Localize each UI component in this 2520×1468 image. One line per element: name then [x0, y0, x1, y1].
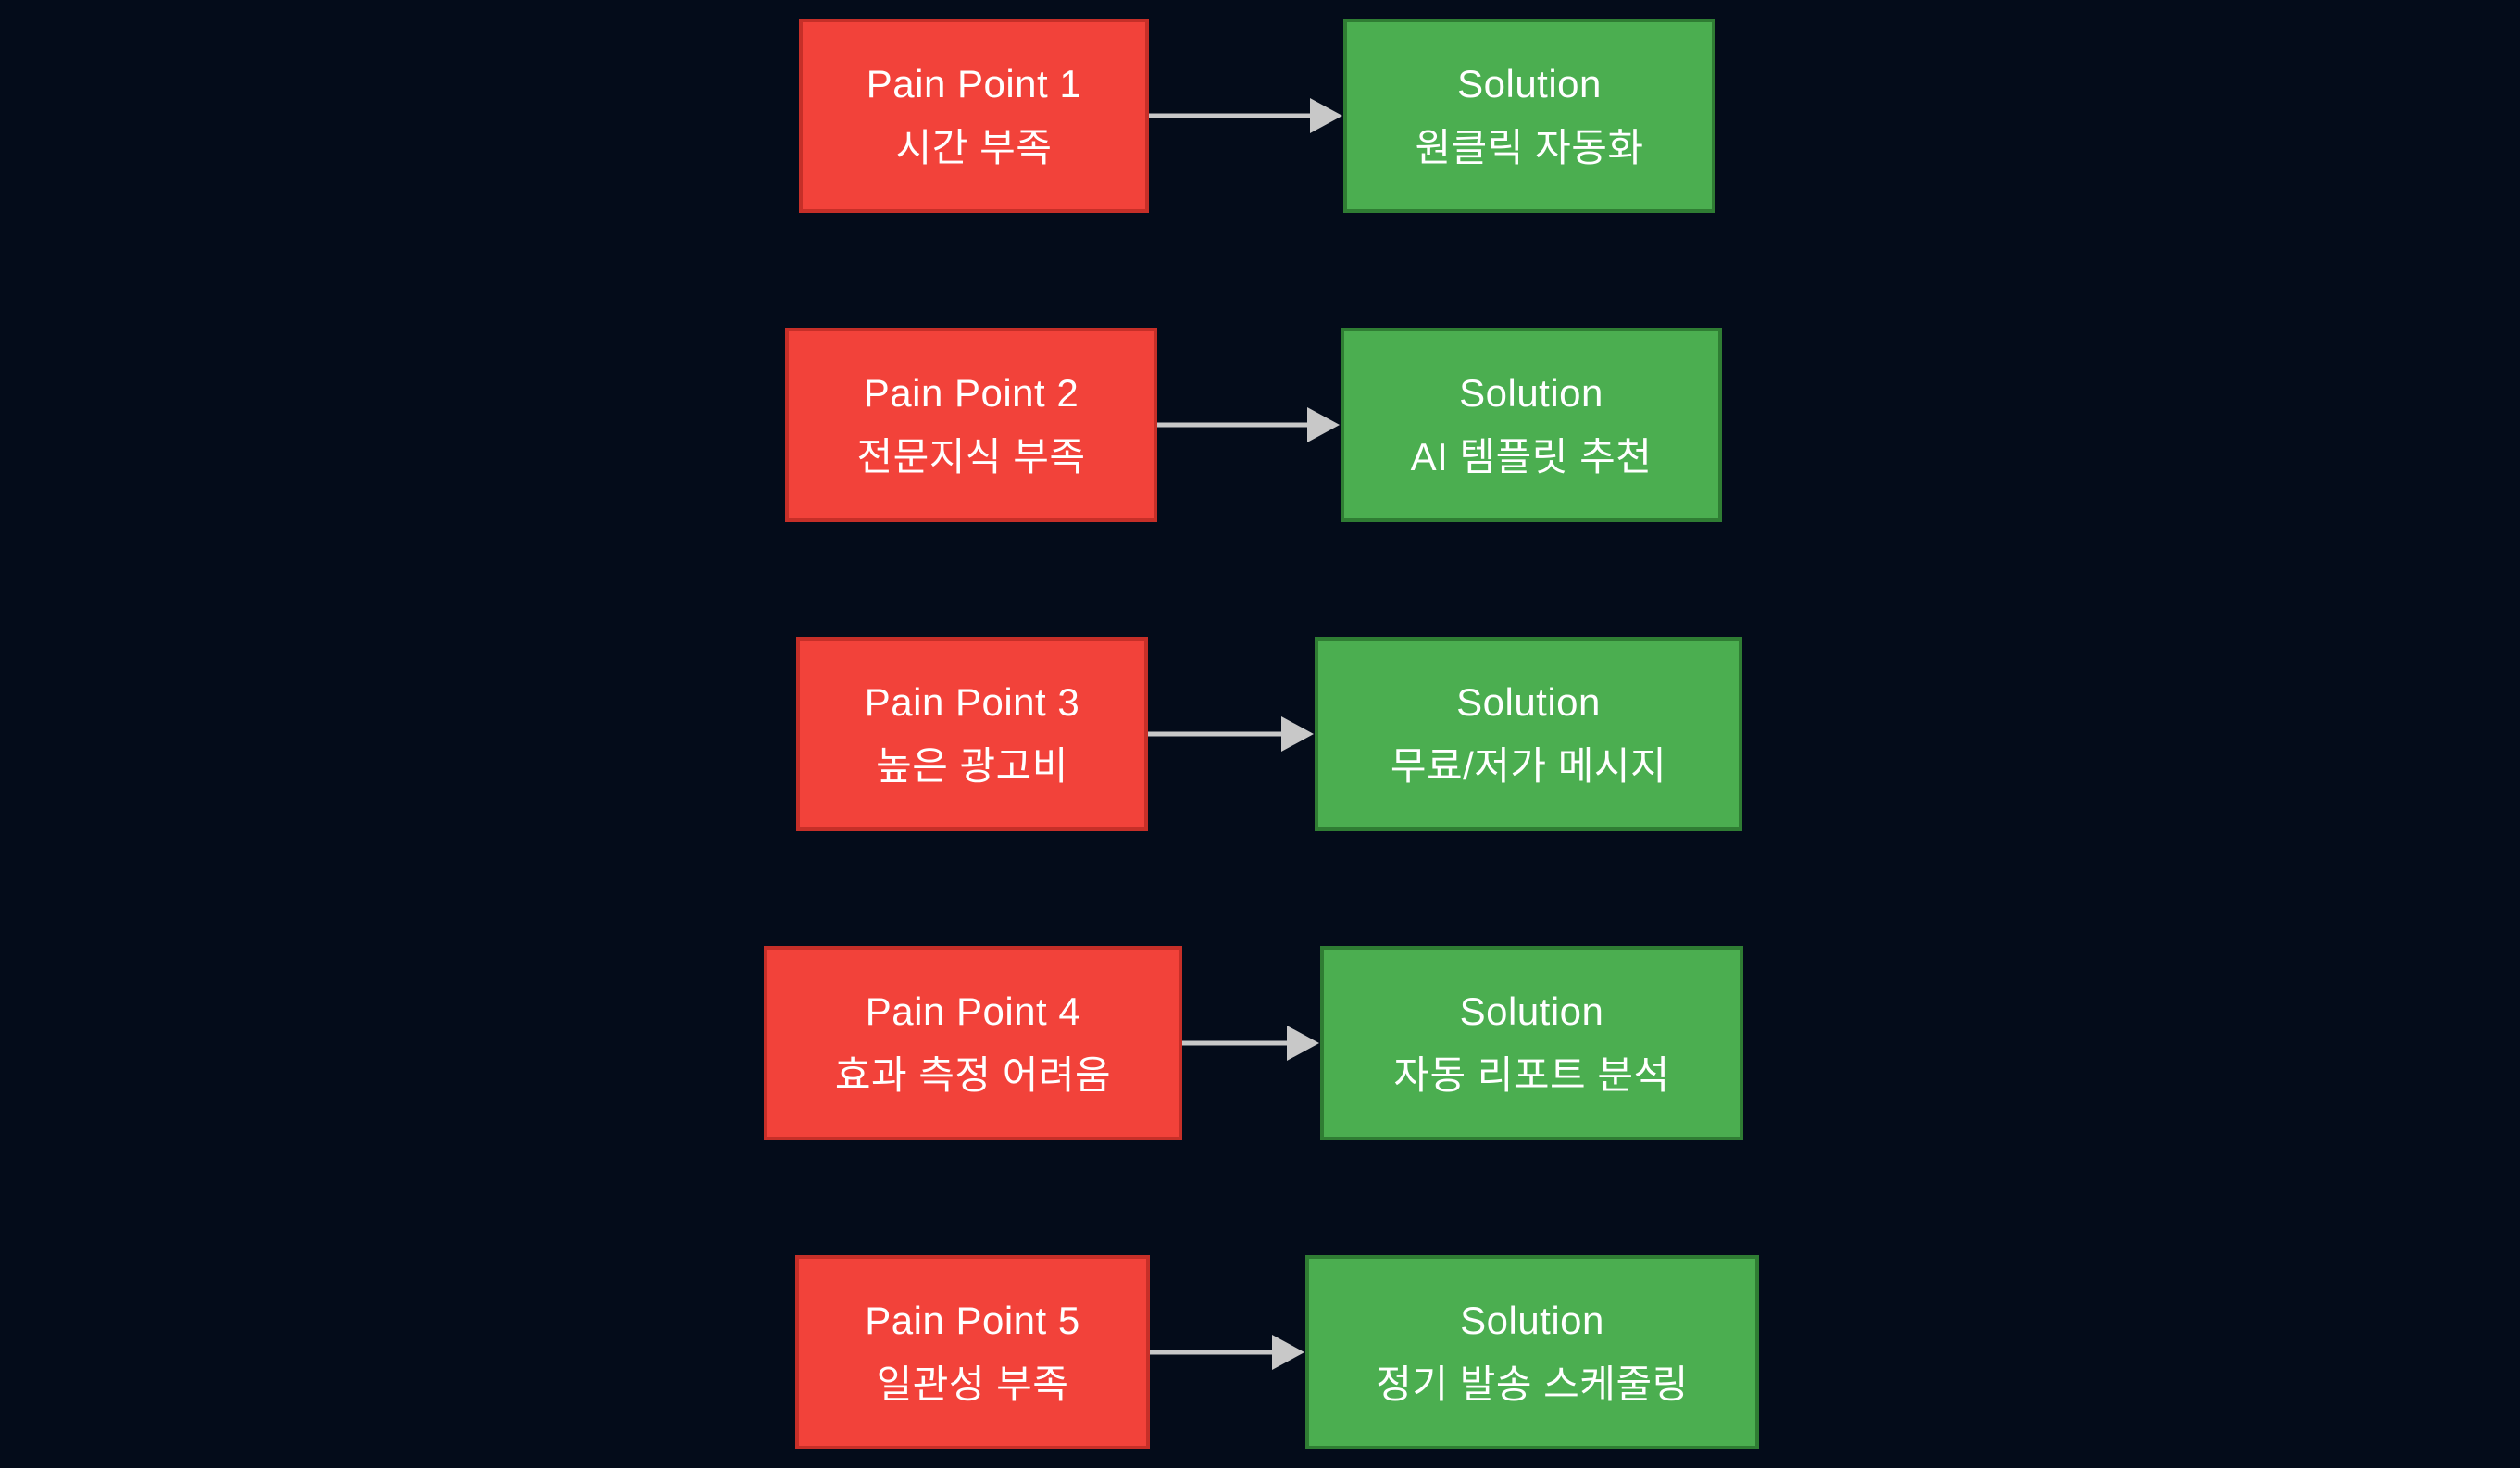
pain-point-1-box: Pain Point 1 시간 부족 [799, 19, 1149, 213]
solution-label: 자동 리포트 분석 [1393, 1052, 1670, 1097]
pain-point-title: Pain Point 4 [865, 989, 1081, 1034]
mapping-row-3: Pain Point 3 높은 광고비 Solution 무료/저가 메시지 [0, 637, 2520, 831]
mapping-row-1: Pain Point 1 시간 부족 Solution 원클릭 자동화 [0, 19, 2520, 213]
arrow-right-icon [1157, 407, 1340, 442]
mapping-row-2: Pain Point 2 전문지식 부족 Solution AI 템플릿 추천 [0, 328, 2520, 522]
arrow-right-icon [1182, 1026, 1319, 1061]
solution-title: Solution [1459, 989, 1604, 1034]
pain-point-5-box: Pain Point 5 일관성 부족 [795, 1255, 1150, 1449]
solution-label: 원클릭 자동화 [1415, 125, 1644, 169]
solution-label: AI 템플릿 추천 [1410, 434, 1653, 479]
pain-point-4-box: Pain Point 4 효과 측정 어려움 [764, 946, 1182, 1140]
solution-title: Solution [1459, 371, 1603, 416]
pain-point-title: Pain Point 1 [866, 62, 1082, 106]
pain-point-label: 효과 측정 어려움 [834, 1052, 1112, 1097]
pain-point-label: 시간 부족 [895, 125, 1053, 169]
mapping-row-4: Pain Point 4 효과 측정 어려움 Solution 자동 리포트 분… [0, 946, 2520, 1140]
solution-3-box: Solution 무료/저가 메시지 [1315, 637, 1742, 831]
pain-point-title: Pain Point 2 [863, 371, 1079, 416]
arrow-right-icon [1149, 98, 1342, 133]
mapping-row-5: Pain Point 5 일관성 부족 Solution 정기 발송 스케줄링 [0, 1255, 2520, 1449]
pain-point-label: 높은 광고비 [876, 743, 1068, 788]
pain-point-label: 일관성 부족 [876, 1362, 1069, 1406]
solution-label: 무료/저가 메시지 [1390, 743, 1667, 788]
solution-5-box: Solution 정기 발송 스케줄링 [1305, 1255, 1759, 1449]
solution-title: Solution [1456, 680, 1601, 725]
pain-point-2-box: Pain Point 2 전문지식 부족 [785, 328, 1157, 522]
pain-point-3-box: Pain Point 3 높은 광고비 [796, 637, 1148, 831]
arrow-right-icon [1148, 716, 1314, 752]
solution-label: 정기 발송 스케줄링 [1376, 1362, 1689, 1406]
solution-2-box: Solution AI 템플릿 추천 [1341, 328, 1722, 522]
solution-title: Solution [1460, 1299, 1604, 1343]
solution-title: Solution [1457, 62, 1602, 106]
solution-4-box: Solution 자동 리포트 분석 [1320, 946, 1743, 1140]
solution-1-box: Solution 원클릭 자동화 [1343, 19, 1715, 213]
pain-point-label: 전문지식 부족 [856, 434, 1086, 479]
arrow-right-icon [1150, 1335, 1304, 1370]
pain-point-title: Pain Point 3 [864, 680, 1080, 725]
pain-point-title: Pain Point 5 [865, 1299, 1080, 1343]
